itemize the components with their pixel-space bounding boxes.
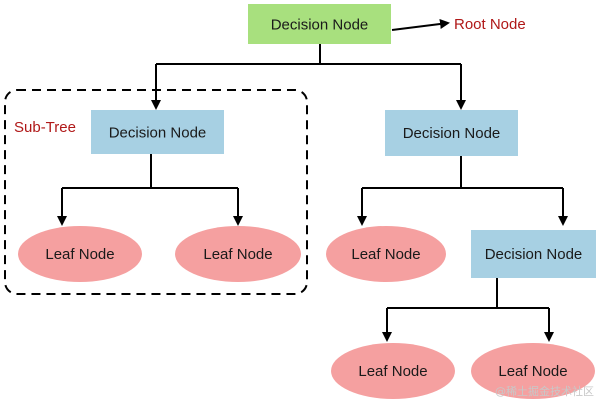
leaf-node-3: Leaf Node [326,226,446,282]
leaf-node-5: Leaf Node [471,343,595,399]
svg-text:Leaf Node: Leaf Node [45,246,114,263]
svg-text:Decision Node: Decision Node [271,17,369,34]
root-decision-node: Decision Node [248,4,391,44]
subtree-label: Sub-Tree [14,119,76,136]
connector-right-decision [357,156,568,226]
root-pointer-arrow [391,19,450,31]
svg-text:Decision Node: Decision Node [403,125,501,142]
connector-left-decision [57,154,243,226]
svg-text:Decision Node: Decision Node [109,125,207,142]
connector-bottom-decision [382,278,554,342]
connector-root [151,44,466,110]
decision-node-lower: Decision Node [471,230,596,278]
decision-node-left: Decision Node [91,110,224,154]
svg-text:Leaf Node: Leaf Node [203,246,272,263]
svg-text:Decision Node: Decision Node [485,246,583,263]
leaf-node-4: Leaf Node [331,343,455,399]
decision-node-right: Decision Node [385,110,518,156]
leaf-node-1: Leaf Node [18,226,142,282]
root-node-label: Root Node [454,16,526,33]
watermark-text: @稀土掘金技术社区 [495,384,594,398]
svg-text:Leaf Node: Leaf Node [351,246,420,263]
svg-text:Leaf Node: Leaf Node [358,363,427,380]
leaf-node-2: Leaf Node [175,226,301,282]
svg-text:Leaf Node: Leaf Node [498,363,567,380]
